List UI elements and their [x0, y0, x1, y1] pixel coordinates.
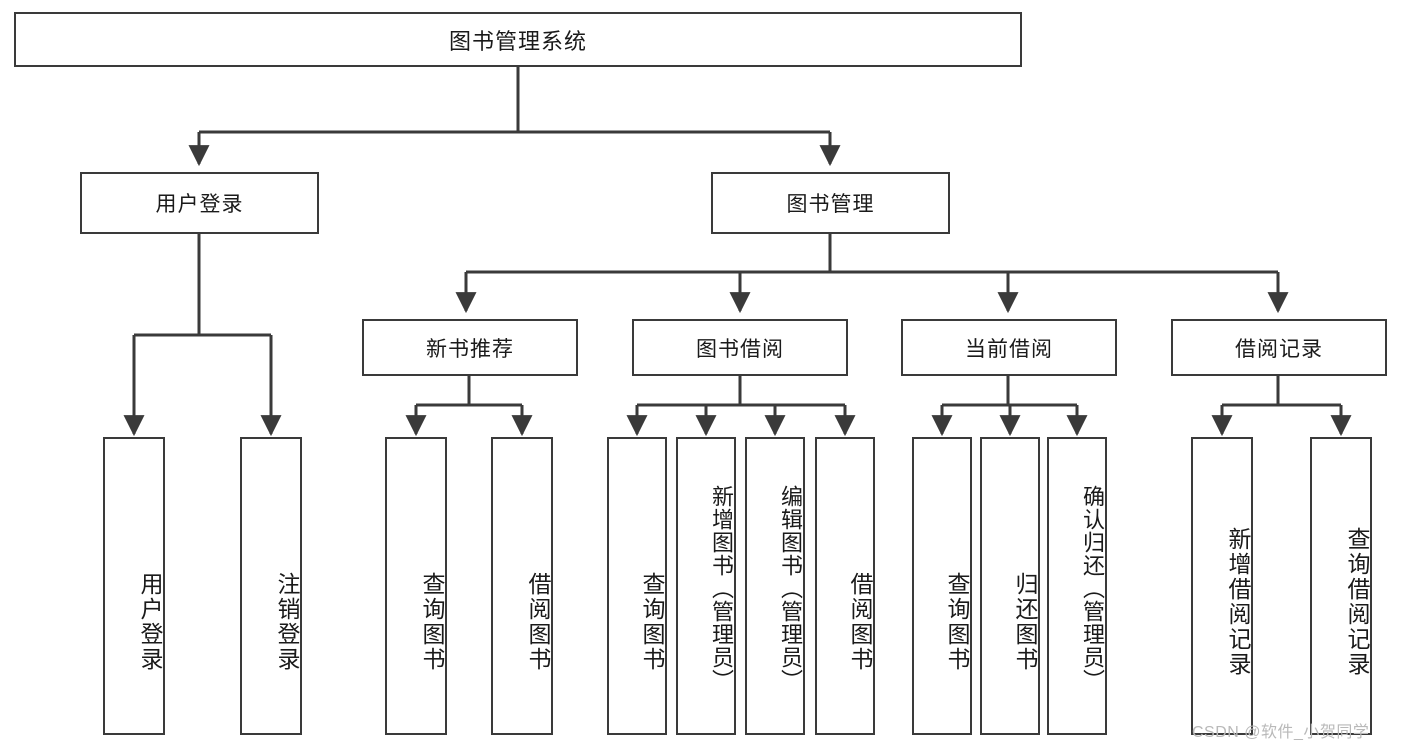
node-user-login[interactable]: 用户登录	[80, 172, 319, 234]
node-label: 图书管理系统	[448, 28, 587, 54]
node-label: 注销登录	[274, 572, 300, 672]
node-label: 图书管理	[786, 193, 875, 216]
leaf-add-book-admin[interactable]: 新增图书（管理员）	[676, 437, 736, 735]
node-label: 编辑图书（管理员）	[778, 484, 803, 692]
node-label: 确认归还（管理员）	[1080, 484, 1105, 692]
leaf-borrow-books-recommend[interactable]: 借阅图书	[491, 437, 553, 735]
node-label: 用户登录	[155, 193, 244, 216]
node-label: 借阅图书	[525, 572, 551, 672]
node-label: 查询图书	[944, 572, 970, 672]
node-current-borrow[interactable]: 当前借阅	[901, 319, 1117, 376]
node-label: 新书推荐	[426, 337, 514, 361]
leaf-query-books-borrow[interactable]: 查询图书	[607, 437, 667, 735]
node-label: 借阅记录	[1235, 337, 1323, 361]
leaf-user-login[interactable]: 用户登录	[103, 437, 165, 735]
node-book-borrow[interactable]: 图书借阅	[632, 319, 848, 376]
leaf-query-books-current[interactable]: 查询图书	[912, 437, 972, 735]
node-root-book-management-system[interactable]: 图书管理系统	[14, 12, 1022, 67]
leaf-edit-book-admin[interactable]: 编辑图书（管理员）	[745, 437, 805, 735]
leaf-query-books-recommend[interactable]: 查询图书	[385, 437, 447, 735]
leaf-borrow-books[interactable]: 借阅图书	[815, 437, 875, 735]
node-book-management[interactable]: 图书管理	[711, 172, 950, 234]
node-label: 用户登录	[137, 572, 163, 672]
leaf-return-books[interactable]: 归还图书	[980, 437, 1040, 735]
node-label: 借阅图书	[847, 572, 873, 672]
node-new-book-recommend[interactable]: 新书推荐	[362, 319, 578, 376]
node-label: 查询借阅记录	[1344, 527, 1370, 677]
node-label: 查询图书	[639, 572, 665, 672]
leaf-logout[interactable]: 注销登录	[240, 437, 302, 735]
node-label: 新增借阅记录	[1225, 527, 1251, 677]
node-label: 新增图书（管理员）	[709, 484, 734, 692]
node-label: 查询图书	[419, 572, 445, 672]
node-label: 当前借阅	[965, 337, 1053, 361]
node-borrow-records[interactable]: 借阅记录	[1171, 319, 1387, 376]
csdn-watermark: CSDN @软件_小贺同学	[1192, 724, 1370, 741]
node-label: 图书借阅	[696, 337, 784, 361]
leaf-query-borrow-record[interactable]: 查询借阅记录	[1310, 437, 1372, 735]
leaf-confirm-return-admin[interactable]: 确认归还（管理员）	[1047, 437, 1107, 735]
leaf-add-borrow-record[interactable]: 新增借阅记录	[1191, 437, 1253, 735]
node-label: 归还图书	[1012, 572, 1038, 672]
